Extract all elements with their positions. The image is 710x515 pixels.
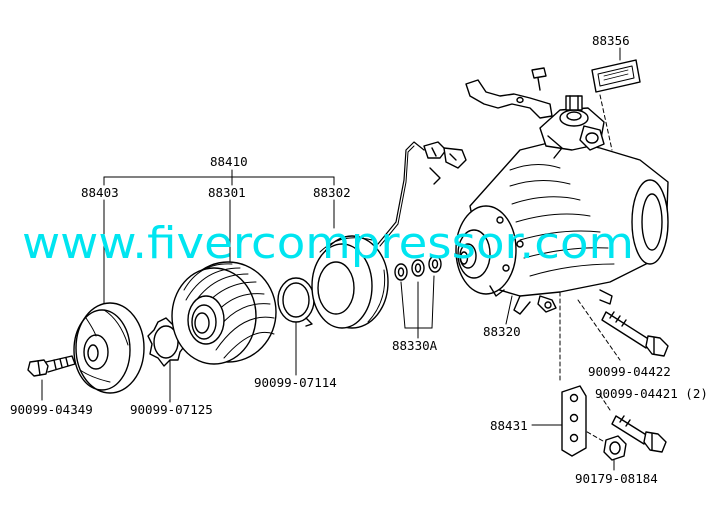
label-88301: 88301 [208, 185, 246, 200]
label-88403: 88403 [81, 185, 119, 200]
label-90099-04421: 90099-04421 (2) [595, 386, 708, 401]
label-90099-04422: 90099-04422 [588, 364, 671, 379]
bolt-90099-04422 [601, 311, 669, 357]
label-90099-07125: 90099-07125 [130, 402, 213, 417]
compressor-88320 [455, 95, 669, 315]
label-88330A: 88330A [392, 338, 438, 353]
shim-washers-88330A [394, 255, 442, 281]
bolt-90099-04349 [27, 355, 76, 377]
label-90179-08184: 90179-08184 [575, 471, 658, 486]
leader-lines [41, 47, 621, 446]
label-88302: 88302 [313, 185, 351, 200]
label-90099-07114: 90099-07114 [254, 375, 337, 390]
bolt-90099-04421 [611, 415, 667, 453]
part-labels: 88356 88410 88403 88301 88302 88330A 883… [10, 33, 708, 486]
label-88431: 88431 [490, 418, 528, 433]
watermark-text: www.fivercompressor.com [22, 218, 634, 269]
label-90099-04349: 90099-04349 [10, 402, 93, 417]
label-88410: 88410 [210, 154, 248, 169]
label-88356: 88356 [592, 33, 630, 48]
top-bracket [465, 67, 553, 119]
pressure-plate-88403 [73, 302, 145, 394]
snap-ring-90099-07114 [277, 277, 315, 327]
label-plate-88356 [591, 59, 641, 93]
bracket-88431 [561, 385, 587, 457]
nut-90179-08184 [603, 435, 627, 471]
field-coil-88302 [311, 141, 467, 329]
label-88320: 88320 [483, 324, 521, 339]
pulley-88301 [171, 261, 277, 365]
